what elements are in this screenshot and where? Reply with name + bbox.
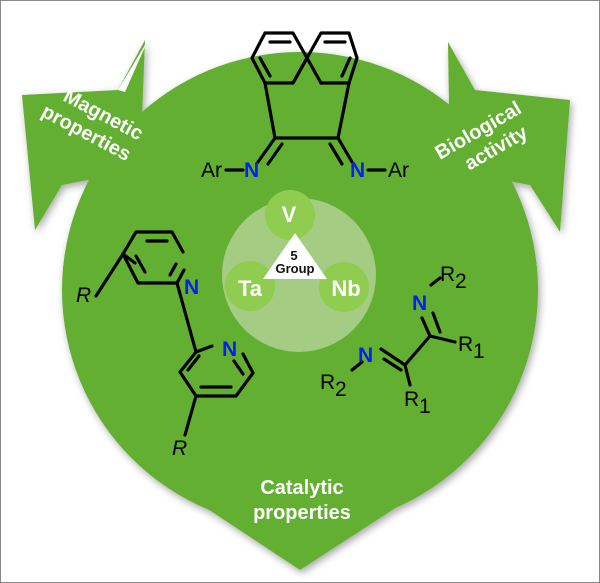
bond-line (94, 252, 125, 298)
bond-line (431, 311, 442, 334)
element-circle-v (265, 190, 315, 240)
notch (118, 40, 148, 92)
chem-label: Ar (388, 159, 409, 182)
bond-line (336, 136, 354, 164)
bond-line (291, 56, 309, 85)
chem-label: 2 (335, 378, 347, 401)
r1-right: R 1 (458, 333, 485, 363)
bond-line (263, 81, 277, 140)
bond-line (134, 254, 147, 274)
bond-line (121, 252, 186, 285)
chem-label: R (458, 333, 473, 356)
chem-label: N (412, 292, 427, 315)
catalytic-arrow (182, 492, 420, 570)
chem-label: Ar (201, 159, 222, 182)
bond-line (266, 142, 284, 166)
chem-label: N (358, 344, 373, 367)
bond-line (428, 334, 457, 344)
bond-line (194, 344, 214, 354)
magnetic-arrow (22, 40, 145, 230)
catalytic-label: Catalytic properties (253, 477, 351, 524)
triangle-number: 5 (290, 248, 297, 263)
bond-line (121, 230, 185, 265)
r1-bottom: R 1 (404, 388, 431, 418)
bond-line (429, 276, 442, 287)
chem-label: N (184, 276, 199, 299)
bond-line (403, 334, 432, 367)
element-ta: Ta (238, 276, 263, 301)
bond-line (382, 357, 403, 372)
triangle-label: Group (276, 261, 315, 276)
chem-label: properties (253, 502, 351, 524)
chem-label: N (244, 159, 259, 182)
bond-line (305, 31, 359, 85)
chem-label: 1 (419, 395, 431, 418)
chem-label: R (320, 371, 335, 394)
group5-center: V Ta Nb 5 Group (222, 190, 376, 352)
bond-line (232, 359, 245, 376)
diazadiene: N N R 2 R 1 R 2 R 1 (320, 263, 485, 418)
element-circle-ta (225, 261, 275, 311)
element-v: V (282, 202, 297, 227)
bipyridine: R N N R (76, 230, 255, 460)
bond-line (178, 350, 255, 398)
element-circle-nb (319, 262, 369, 312)
bond-line (168, 262, 178, 277)
chem-label: N (350, 159, 365, 182)
chem-label: R (404, 388, 419, 411)
bond-line (175, 281, 198, 354)
chem-label: 2 (455, 270, 467, 293)
chem-label: R (440, 263, 455, 286)
bond-line (186, 354, 201, 372)
bond-line (340, 56, 352, 78)
chem-label: Catalytic (260, 477, 343, 499)
group-triangle (263, 233, 327, 279)
bond-line (350, 360, 364, 372)
bond-line (403, 363, 412, 387)
chem-label: R (76, 284, 91, 307)
bond-line (256, 136, 277, 164)
bond-line (183, 394, 198, 437)
chem-label: R (172, 437, 187, 460)
bond-line (328, 142, 344, 166)
biological-arrow (448, 42, 570, 232)
element-nb: Nb (331, 276, 360, 301)
bond-line (258, 56, 272, 78)
r2-top: R 2 (440, 263, 467, 293)
r2-left: R 2 (320, 371, 347, 401)
bond-line (305, 56, 323, 85)
bond-line (379, 347, 407, 367)
chem-label: 1 (473, 340, 485, 363)
chem-label: N (222, 338, 237, 361)
bond-line (420, 316, 432, 338)
acenaphthenequinone-diimine: Ar N N Ar (201, 31, 409, 182)
bond-line (336, 81, 351, 140)
